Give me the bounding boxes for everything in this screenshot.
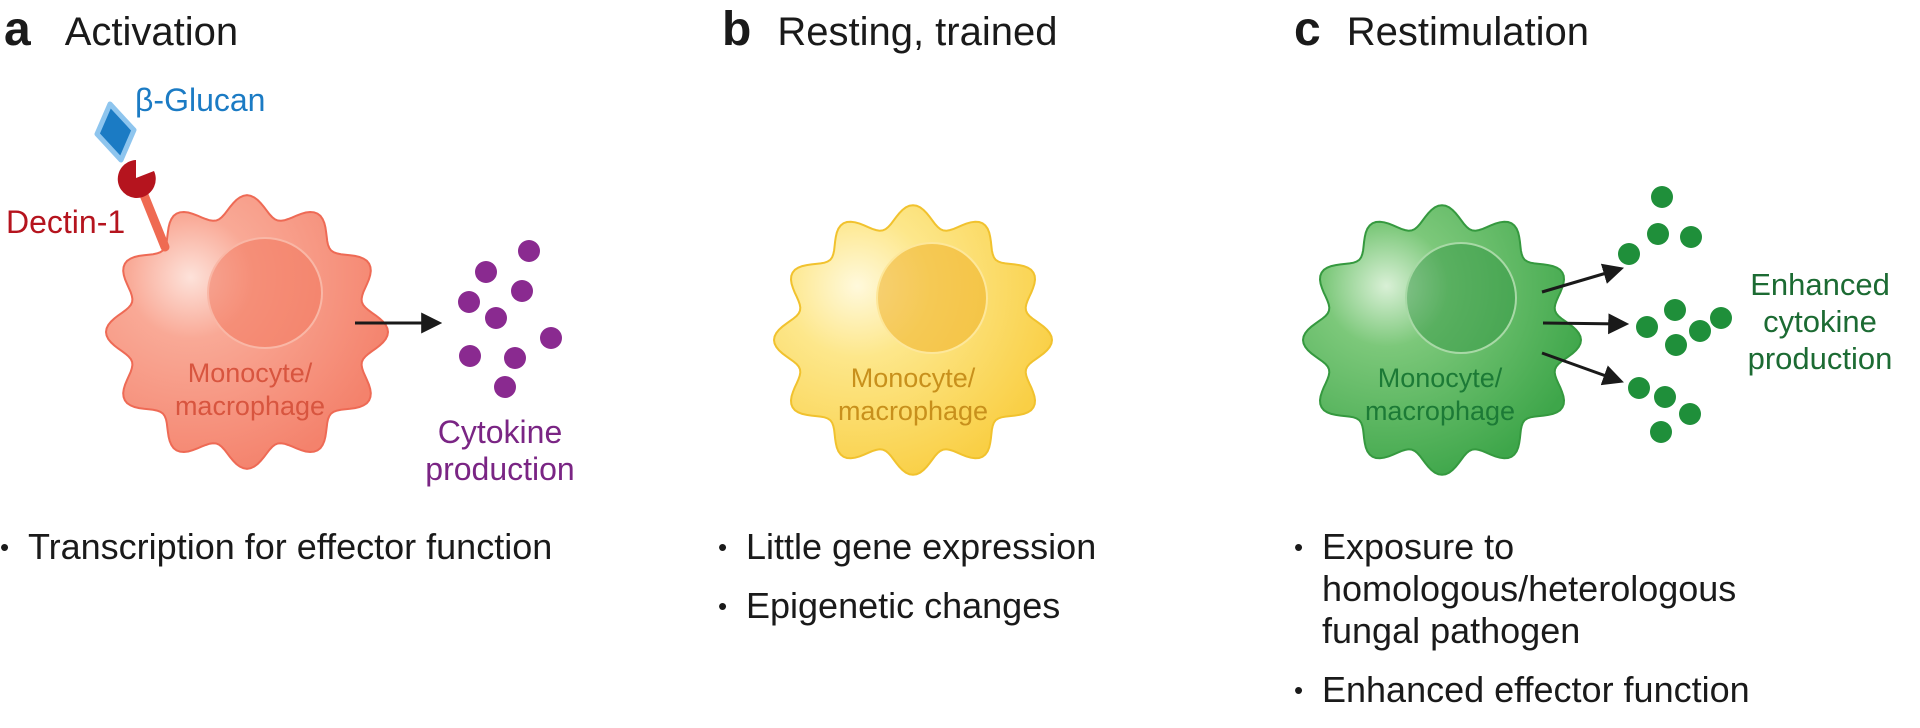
arrow <box>1541 351 1624 386</box>
cytokine-dot <box>511 280 533 302</box>
panel-b-header: b Resting, trained <box>722 2 1057 69</box>
panel-letter: a <box>4 3 31 56</box>
cell-nucleus <box>876 242 988 354</box>
panel-b-illustration <box>772 204 1054 476</box>
dectin-1-receptor-icon <box>117 160 156 198</box>
cytokine-dot <box>459 345 481 367</box>
arrow <box>1542 313 1630 335</box>
cell-label: Monocyte/ macrophage <box>837 363 989 426</box>
bullet-item: Enhanced effector function <box>1294 669 1914 711</box>
arrow <box>1541 263 1625 294</box>
cytokine-dots <box>458 240 562 398</box>
cytokine-dot <box>1665 334 1687 356</box>
panel-letter: b <box>722 3 752 56</box>
cell-nucleus <box>1405 242 1517 354</box>
panel-c-illustration <box>1301 186 1732 476</box>
panel-a-illustration <box>94 101 562 470</box>
enhanced-cytokine-production-label: Enhanced cytokine production <box>1747 267 1893 376</box>
bullet-item: Epigenetic changes <box>718 585 1268 627</box>
cytokine-dot <box>494 376 516 398</box>
panel-restimulation: c Restimulation Monocyte/ macrophage Enha… <box>1280 0 1920 711</box>
panel-letter: c <box>1294 3 1321 56</box>
panel-a-header: a Activation <box>4 2 238 69</box>
cytokine-dot <box>1654 386 1676 408</box>
cytokine-dot <box>1689 320 1711 342</box>
dectin-1-label: Dectin-1 <box>6 204 126 240</box>
panel-title: Restimulation <box>1346 10 1590 54</box>
cytokine-dot <box>1651 186 1673 208</box>
beta-glucan-label: β-Glucan <box>135 82 266 118</box>
bullet-item: Little gene expression <box>718 526 1268 568</box>
cytokine-dot <box>1664 299 1686 321</box>
cytokine-dot <box>475 261 497 283</box>
bullet-item: Exposure to homologous/heterologous fung… <box>1294 526 1914 652</box>
cytokine-dot <box>1628 377 1650 399</box>
monocyte-cell-green <box>1301 204 1583 476</box>
cytokine-dot <box>485 307 507 329</box>
cytokine-dot <box>504 347 526 369</box>
cytokine-dot <box>1636 316 1658 338</box>
panel-title: Activation <box>64 10 239 54</box>
cytokine-dot <box>1679 403 1701 425</box>
bullet-list: Exposure to homologous/heterologous fung… <box>1294 526 1914 728</box>
panel-resting-trained: b Resting, trained Monocyte/ macrophage L… <box>700 0 1280 706</box>
bullet-item: Transcription for effector function <box>0 526 690 568</box>
cell-label: Monocyte/ macrophage <box>174 358 326 421</box>
cytokine-dot <box>458 291 480 313</box>
bullet-list: Transcription for effector function <box>0 526 690 585</box>
cytokine-dot <box>1618 243 1640 265</box>
cytokine-dot <box>1710 307 1732 329</box>
bullet-list: Little gene expression Epigenetic change… <box>718 526 1268 644</box>
cytokine-dot <box>518 240 540 262</box>
panel-title: Resting, trained <box>777 10 1058 54</box>
cytokine-production-label: Cytokine production <box>425 414 575 487</box>
cytokine-dots <box>1618 186 1732 443</box>
beta-glucan-icon <box>94 101 137 163</box>
cytokine-dot <box>1647 223 1669 245</box>
cell-nucleus <box>207 237 323 349</box>
cytokine-dot <box>1680 226 1702 248</box>
panel-c-header: c Restimulation <box>1294 2 1589 69</box>
panel-activation: a Activation β-Glucan Dectin-1 Monocyte/ … <box>0 0 700 706</box>
cytokine-dot <box>1650 421 1672 443</box>
cell-label: Monocyte/ macrophage <box>1364 363 1516 426</box>
cytokine-dot <box>540 327 562 349</box>
